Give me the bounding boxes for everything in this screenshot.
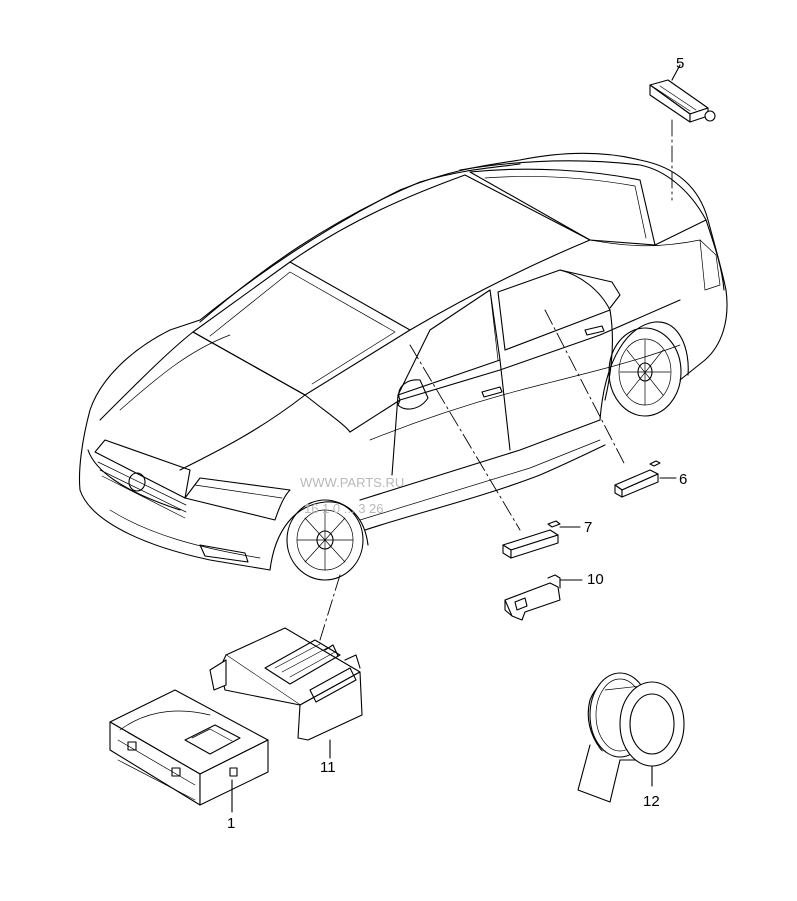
leader-lines [319, 119, 673, 641]
part-11-tray [209, 627, 363, 759]
part-12-tape-roll [577, 672, 685, 803]
callout-6: 6 [679, 471, 687, 488]
car-illustration [78, 152, 728, 581]
callout-11: 11 [320, 759, 336, 776]
watermark-line-1: WWW.PARTS.RU [300, 475, 404, 490]
part-10-bracket [504, 574, 583, 621]
watermark: WWW.PARTS.RU 16 1 0 ... 3 26 [300, 475, 404, 516]
callout-7: 7 [584, 519, 592, 536]
callout-1: 1 [227, 815, 235, 832]
part-6-antenna [614, 460, 677, 498]
callout-5: 5 [676, 55, 684, 72]
part-7-antenna [502, 520, 581, 559]
part-5-module [649, 64, 716, 123]
callout-10: 10 [587, 571, 604, 588]
watermark-line-2: 16 1 0 ... 3 26 [304, 501, 384, 516]
part-1-control-unit [109, 689, 269, 813]
callout-12: 12 [643, 793, 660, 810]
callout-labels: 5 6 7 10 11 1 12 [227, 55, 687, 832]
